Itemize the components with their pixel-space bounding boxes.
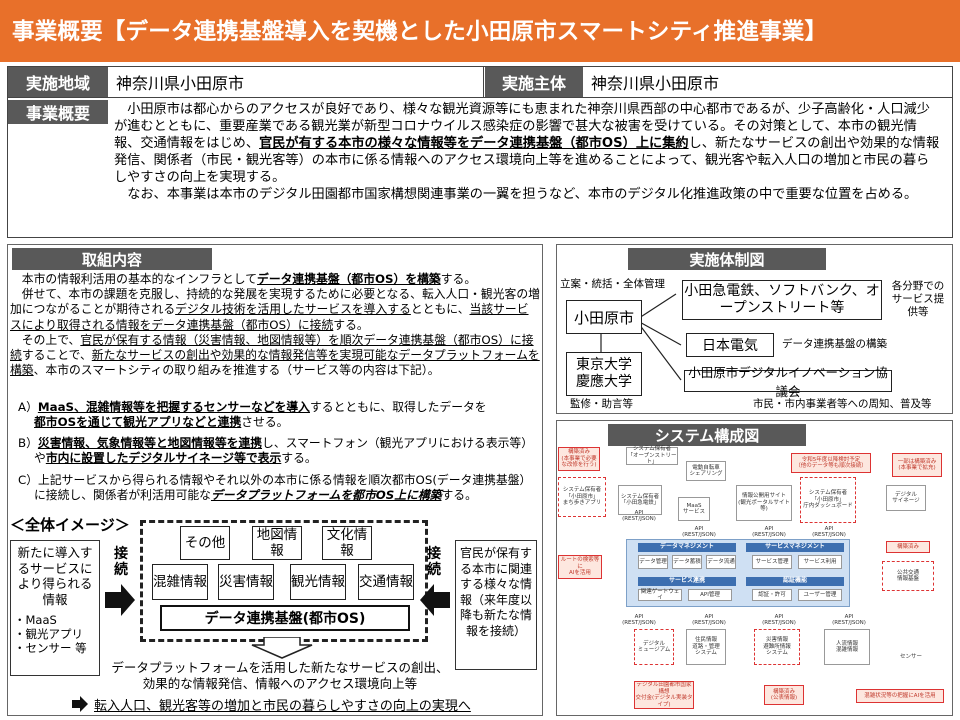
area-value: 神奈川県小田原市 bbox=[108, 67, 484, 97]
overview-label: ＜全体イメージ＞ bbox=[10, 516, 130, 534]
sys-db-1: デジタルミュージアム bbox=[634, 629, 674, 665]
summary-label: 事業概要 bbox=[8, 100, 108, 124]
sys-sensor: センサー bbox=[899, 653, 922, 660]
cell-disaster: 災害情報 bbox=[218, 564, 274, 600]
sys-red-note-5: デジタル田園都市国家構想交付金(デジタル実装タイプ) bbox=[634, 681, 694, 709]
sys-box-3: システム保有者「小田原市」まち歩きアプリ bbox=[558, 477, 606, 517]
info-table: 実施地域 神奈川県小田原市 実施主体 神奈川県小田原市 事業概要 bbox=[7, 66, 953, 238]
sys-red-note-7: 混雑状況等の把握にAIを活用 bbox=[856, 689, 944, 703]
sys-box-6: 情報公開用サイト(観光ポータルサイト等) bbox=[736, 485, 792, 521]
left-connect-label: 接続 bbox=[114, 546, 128, 578]
data-platform-bar: データ連携基盤(都市OS) bbox=[160, 605, 410, 631]
entity-value: 神奈川県小田原市 bbox=[591, 74, 720, 93]
org-partner-1: 小田急電鉄、ソフトバンク、オープンストリート等 bbox=[682, 280, 882, 320]
torikumi-item-c: C）上記サービスから得られる情報やそれ以外の本市に係る情報を順次都市OS(データ… bbox=[18, 473, 532, 503]
goal-text: 転入人口、観光客等の増加と市民の暮らしやすさの向上の実現へ bbox=[94, 699, 471, 714]
new-service-box: 新たに導入するサービスにより得られる情報 ・MaaS ・観光アプリ ・センサー … bbox=[10, 540, 100, 676]
sys-sc: サービス連携 bbox=[638, 577, 736, 586]
sys-db-2: 住民情報道路・管理システム bbox=[686, 629, 726, 665]
sys-box-1: システム保有者「オープンストリート」 bbox=[626, 446, 678, 466]
system-diagram: 構築済み(本事業で必要な改修を行う) システム保有者「オープンストリート」 電動… bbox=[556, 445, 952, 715]
sys-box-2: 電動自転車シェアリング bbox=[686, 461, 726, 481]
cell-traffic: 交通情報 bbox=[358, 564, 414, 600]
torikumi-item-b: B）災害情報、気象情報等と地図情報等を連携し、スマートフォン（観光アプリにおける… bbox=[18, 436, 534, 466]
sys-sm: サービスマネジメント bbox=[746, 543, 844, 552]
org-connector-lines bbox=[600, 293, 682, 381]
page-title: 事業概要【データ連携基盤導入を契機とした小田原市スマートシティ推進事業】 bbox=[0, 0, 960, 62]
org-partner-2: 日本電気 bbox=[686, 333, 774, 357]
right-connect-label: 接続 bbox=[427, 546, 441, 578]
sys-auth: 認証機能 bbox=[746, 577, 844, 586]
summary-paragraph-1: 小田原市は都心からのアクセスが良好であり、様々な観光資源等にも恵まれた神奈川県西… bbox=[114, 102, 940, 185]
goal-arrow-icon bbox=[72, 696, 88, 712]
org-odawara: 小田原市 bbox=[566, 300, 642, 334]
sys-red-note-1: 構築済み(本事業で必要な改修を行う) bbox=[558, 447, 600, 471]
sys-red-note-4: 構築済み bbox=[886, 541, 930, 553]
org-partner-3-note: 市民・市内事業者等への周知、普及等 bbox=[753, 398, 932, 410]
sys-red-note-6: 構築済み(公表情報) bbox=[764, 685, 804, 705]
cell-map: 地図情報 bbox=[252, 526, 302, 560]
torikumi-body: 本市の情報利活用の基本的なインフラとしてデータ連携基盤（都市OS）を構築する。 … bbox=[10, 272, 540, 378]
torikumi-item-a: A）MaaS、混雑情報等を把握するセンサーなどを導入するとともに、取得したデータ… bbox=[18, 400, 487, 430]
result-text: データプラットフォームを活用した新たなサービスの創出、 効果的な情報発信、情報へ… bbox=[111, 660, 449, 691]
cell-congestion: 混雑情報 bbox=[152, 564, 208, 600]
summary-paragraph-2: なお、本事業は本市のデジタル田園都市国家構想関連事業の一翼を担うなど、本市のデジ… bbox=[127, 187, 918, 202]
cell-tourism: 観光情報 bbox=[290, 564, 346, 600]
cell-culture: 文化情報 bbox=[322, 526, 372, 560]
right-arrow-icon bbox=[105, 584, 135, 616]
public-private-info-box: 官民が保有する本市に関連する様々な情報（来年度以降も新たな情報を接続） bbox=[455, 540, 537, 670]
org-top-note: 立案・統括・全体管理 bbox=[560, 278, 665, 290]
sys-box-4: システム保有者「小田急電鉄」 bbox=[618, 485, 662, 515]
entity-label: 実施主体 bbox=[485, 67, 583, 97]
sys-note-top: 令和5年度以降検討予定（他のデータ等も順次接続） bbox=[791, 453, 871, 473]
org-partner-1-note: 各分野でのサービス提供等 bbox=[891, 280, 945, 318]
org-partner-2-note: データ連携基盤の構築 bbox=[782, 338, 887, 350]
org-partner-3: 小田原市デジタルイノベーション協議会 bbox=[684, 365, 892, 399]
sys-box-9: 公共交通情報基盤 bbox=[882, 561, 934, 591]
system-header: システム構成図 bbox=[608, 424, 806, 446]
torikumi-header: 取組内容 bbox=[12, 248, 212, 270]
down-arrow-icon bbox=[251, 637, 313, 659]
left-arrow-icon bbox=[420, 584, 450, 616]
org-header: 実施体制図 bbox=[628, 248, 826, 270]
org-universities: 東京大学慶應大学 bbox=[566, 352, 642, 396]
sys-db-4: 人流情報混雑情報 bbox=[824, 629, 870, 665]
sys-box-7: システム保有者「小田原市」庁内ダッシュボード bbox=[800, 477, 856, 523]
sys-box-8: デジタルサイネージ bbox=[886, 485, 926, 511]
cell-other: その他 bbox=[180, 526, 230, 560]
org-university-note: 監修・助言等 bbox=[570, 398, 633, 410]
area-label: 実施地域 bbox=[8, 67, 108, 97]
sys-db-3: 災害情報避難所情報システム bbox=[754, 629, 800, 665]
summary-text: 小田原市は都心からのアクセスが良好であり、様々な観光資源等にも恵まれた神奈川県西… bbox=[108, 99, 946, 203]
sys-red-note-2: 一部は構築済み(本事業で拡充) bbox=[892, 453, 942, 477]
sys-dm: データマネジメント bbox=[638, 543, 736, 552]
